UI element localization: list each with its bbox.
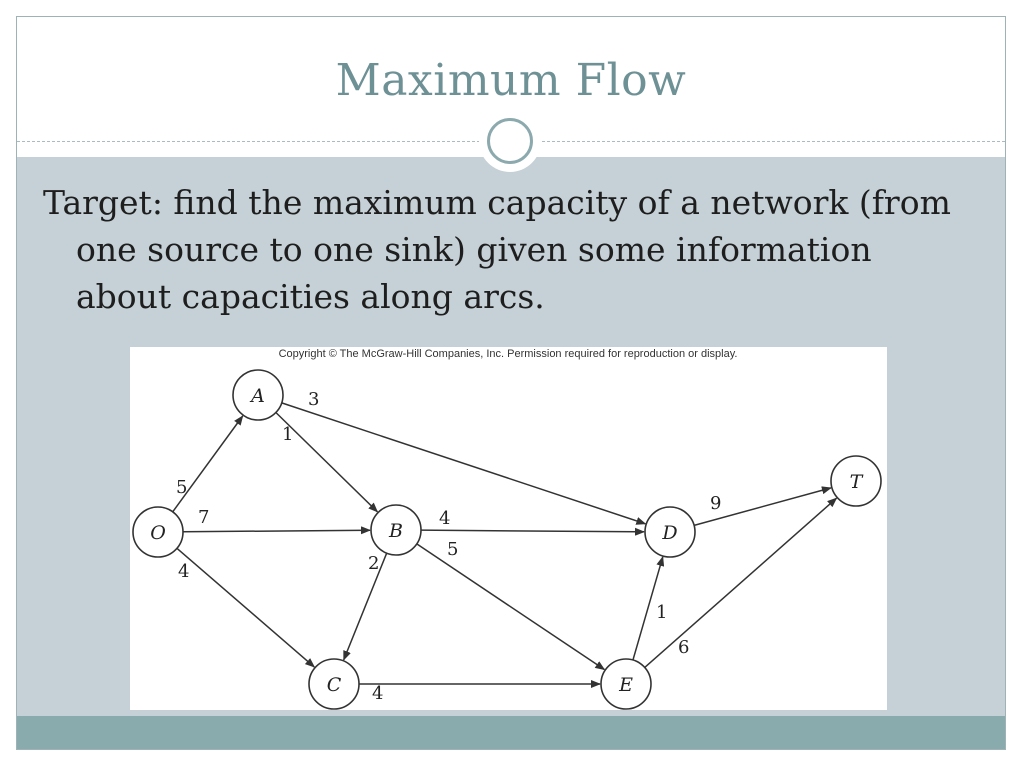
copyright-notice: Copyright © The McGraw-Hill Companies, I…: [279, 348, 738, 360]
node-circle-d: [644, 506, 696, 558]
capacity-label-d-t: 9: [710, 493, 721, 514]
node-circle-c: [308, 658, 360, 710]
node-circle-o: [132, 506, 184, 558]
bullet-paragraph: Target: find the maximum capacity of a n…: [43, 179, 993, 320]
capacity-label-b-c: 2: [368, 553, 379, 574]
slide: Maximum Flow Target: find the maximum ca…: [16, 16, 1006, 750]
arc-o-b: [182, 526, 372, 535]
node-circle-b: [370, 504, 422, 556]
arc-o-a: [172, 415, 244, 513]
capacity-label-o-a: 5: [176, 477, 187, 498]
node-circle-e: [600, 658, 652, 710]
arc-o-c: [176, 547, 316, 668]
arc-e-d: [632, 556, 665, 661]
arc-e-t: [644, 497, 838, 669]
node-label-t: T: [850, 471, 864, 493]
arc-b-d: [420, 527, 646, 536]
arc-a-d: [281, 402, 647, 525]
capacity-label-o-b: 7: [198, 507, 209, 528]
node-e: E: [600, 658, 652, 710]
capacity-label-o-c: 4: [178, 561, 189, 582]
node-label-d: D: [661, 522, 677, 544]
arc-d-t: [693, 486, 832, 527]
capacity-label-b-d: 4: [439, 508, 450, 529]
capacity-label-b-e: 5: [447, 539, 458, 560]
network-figure: Copyright © The McGraw-Hill Companies, I…: [130, 347, 887, 710]
content-area: Target: find the maximum capacity of a n…: [17, 157, 1005, 716]
nodes-layer: O A B C D E T: [132, 369, 882, 710]
node-label-a: A: [249, 385, 265, 407]
node-label-o: O: [150, 522, 166, 544]
capacity-label-c-e: 4: [372, 683, 383, 704]
bullet-line-2: one source to one sink) given some infor…: [76, 230, 872, 269]
footer-bar: [17, 716, 1005, 749]
arc-b-c: [343, 552, 388, 661]
network-diagram: Copyright © The McGraw-Hill Companies, I…: [132, 348, 882, 710]
capacity-label-a-b: 1: [282, 424, 293, 445]
bullet-line-3: about capacities along arcs.: [76, 277, 545, 316]
capacity-label-e-t: 6: [678, 637, 689, 658]
arc-b-e: [416, 543, 606, 671]
node-c: C: [308, 658, 360, 710]
node-o: O: [132, 506, 184, 558]
arc-a-b: [275, 411, 379, 513]
capacity-label-e-d: 1: [656, 602, 667, 623]
node-a: A: [232, 369, 284, 421]
node-t: T: [830, 455, 882, 507]
node-label-c: C: [327, 674, 342, 696]
circle-ornament-icon: [479, 110, 541, 172]
capacity-label-a-d: 3: [308, 389, 319, 410]
node-label-b: B: [388, 520, 403, 542]
node-d: D: [644, 506, 696, 558]
node-circle-a: [232, 369, 284, 421]
node-label-e: E: [618, 674, 633, 696]
bullet-line-1: Target: find the maximum capacity of a n…: [43, 183, 951, 222]
slide-title: Maximum Flow: [335, 55, 687, 106]
node-b: B: [370, 504, 422, 556]
node-circle-t: [830, 455, 882, 507]
